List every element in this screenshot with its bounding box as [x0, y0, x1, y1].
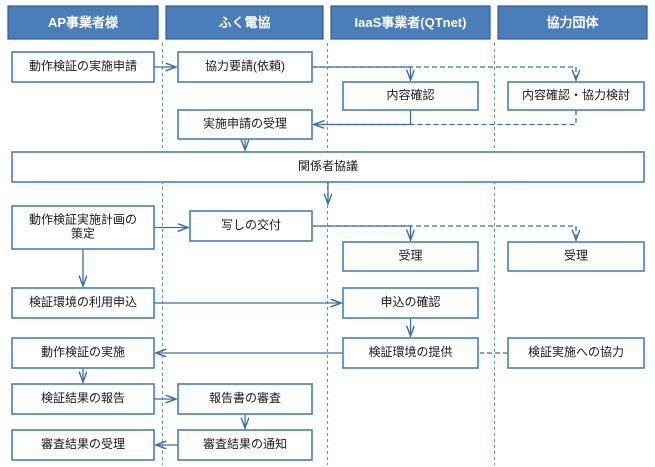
node-group: 動作検証の実施申請 協力要請(依頼) 内容確認 内容確認・協力検討実施申請の受理関係者… [11, 51, 645, 461]
connector-c9 [312, 225, 411, 240]
flow-node-n15[interactable]: 検証実施への協力 [507, 337, 645, 369]
flow-node-box[interactable] [11, 383, 155, 415]
connector-c4 [314, 110, 412, 125]
lane-header-rect [330, 5, 491, 40]
flow-node-n2[interactable]: 協力要請(依頼) [177, 51, 313, 83]
flow-node-label: 協力要請(依頼) [205, 58, 285, 73]
flow-node-label: 検証環境の提供 [368, 344, 452, 359]
connector-group [83, 67, 576, 445]
flow-node-box[interactable] [342, 241, 479, 272]
lane-header-label: ふく電協 [218, 15, 270, 30]
flow-node-n5[interactable]: 実施申請の受理 [177, 109, 313, 140]
flow-node-label: 審査結果の通知 [203, 436, 287, 451]
flow-node-label: 受理 [564, 249, 588, 263]
lane-divider-group [161, 43, 496, 465]
flow-node-n16[interactable]: 検証結果の報告 [11, 383, 155, 415]
flow-node-box[interactable] [507, 337, 645, 369]
flow-node-label: 内容確認・協力検討 [522, 87, 630, 102]
flow-node-label: 写しの交付 [221, 217, 281, 232]
flow-node-n1[interactable]: 動作検証の実施申請 [11, 51, 155, 83]
flow-node-label: 実施申請の受理 [203, 116, 287, 131]
flow-node-label: 受理 [398, 249, 422, 263]
flow-node-box[interactable] [342, 81, 479, 111]
lane-header-group: AP事業者様 ふく電協 IaaS事業者(QTnet) 協力団体 [7, 5, 648, 40]
flow-node-n7[interactable]: 動作検証実施計画の策定 [11, 205, 155, 250]
lane-header-fukudenkyo: ふく電協 [165, 5, 324, 40]
flow-node-n10[interactable]: 受理 [507, 241, 645, 272]
flow-node-box[interactable] [342, 337, 479, 369]
flow-node-box[interactable] [11, 429, 155, 461]
flow-node-label: 検証環境の利用申込 [29, 294, 137, 309]
lane-header-rect [165, 5, 324, 40]
flow-node-box[interactable] [507, 81, 645, 111]
lane-header-label: 協力団体 [546, 15, 599, 30]
flow-node-box[interactable] [189, 210, 313, 242]
flow-node-n8[interactable]: 写しの交付 [189, 210, 313, 242]
lane-header-label: IaaS事業者(QTnet) [355, 15, 467, 30]
connector-c5 [314, 110, 577, 126]
flow-node-n9[interactable]: 受理 [342, 241, 479, 272]
flow-node-box[interactable] [11, 287, 155, 319]
lane-header-partner: 協力団体 [497, 5, 648, 40]
flow-node-n4[interactable]: 内容確認・協力検討 [507, 81, 645, 111]
flow-node-label: 報告書の審査 [209, 390, 281, 405]
flow-node-label: 申込の確認 [380, 294, 440, 309]
flow-node-box[interactable] [11, 205, 155, 250]
flow-node-label: 関係者協議 [298, 158, 358, 173]
flow-node-n11[interactable]: 検証環境の利用申込 [11, 287, 155, 319]
flow-node-label: 審査結果の受理 [41, 436, 125, 451]
flow-node-label: 動作検証の実施 [41, 344, 125, 359]
flow-node-box[interactable] [177, 51, 313, 83]
lane-header-label: AP事業者様 [48, 15, 119, 30]
flow-node-box[interactable] [11, 151, 645, 183]
flow-node-label: 検証結果の報告 [41, 391, 125, 405]
flow-node-box[interactable] [177, 429, 313, 461]
flow-node-n17[interactable]: 報告書の審査 [177, 383, 313, 415]
flow-node-n13[interactable]: 動作検証の実施 [11, 337, 155, 369]
flow-node-label: 内容確認 [386, 87, 434, 102]
flow-node-n19[interactable]: 審査結果の通知 [177, 429, 313, 461]
flow-node-n14[interactable]: 検証環境の提供 [342, 337, 479, 369]
connector-c2 [312, 66, 411, 80]
flow-node-n3[interactable]: 内容確認 [342, 81, 479, 111]
lane-header-ap: AP事業者様 [7, 5, 159, 40]
flow-node-box[interactable] [11, 51, 155, 83]
lane-header-rect [497, 5, 648, 40]
flow-node-label: 動作検証の実施申請 [29, 58, 137, 73]
flow-node-n12[interactable]: 申込の確認 [342, 287, 479, 319]
flow-node-box[interactable] [507, 241, 645, 272]
lane-header-rect [7, 5, 159, 40]
flow-node-box[interactable] [177, 109, 313, 140]
flow-node-box[interactable] [11, 337, 155, 369]
flow-node-n18[interactable]: 審査結果の受理 [11, 429, 155, 461]
lane-header-iaas: IaaS事業者(QTnet) [330, 5, 491, 40]
connector-c10 [312, 225, 576, 240]
flow-node-box[interactable] [342, 287, 479, 319]
connector-c3 [312, 66, 576, 80]
flow-node-label: 検証実施への協力 [528, 344, 624, 359]
flow-node-n6[interactable]: 関係者協議 [11, 151, 645, 183]
flow-node-box[interactable] [177, 383, 313, 415]
flow-node-label: 動作検証実施計画の策定 [29, 212, 137, 241]
